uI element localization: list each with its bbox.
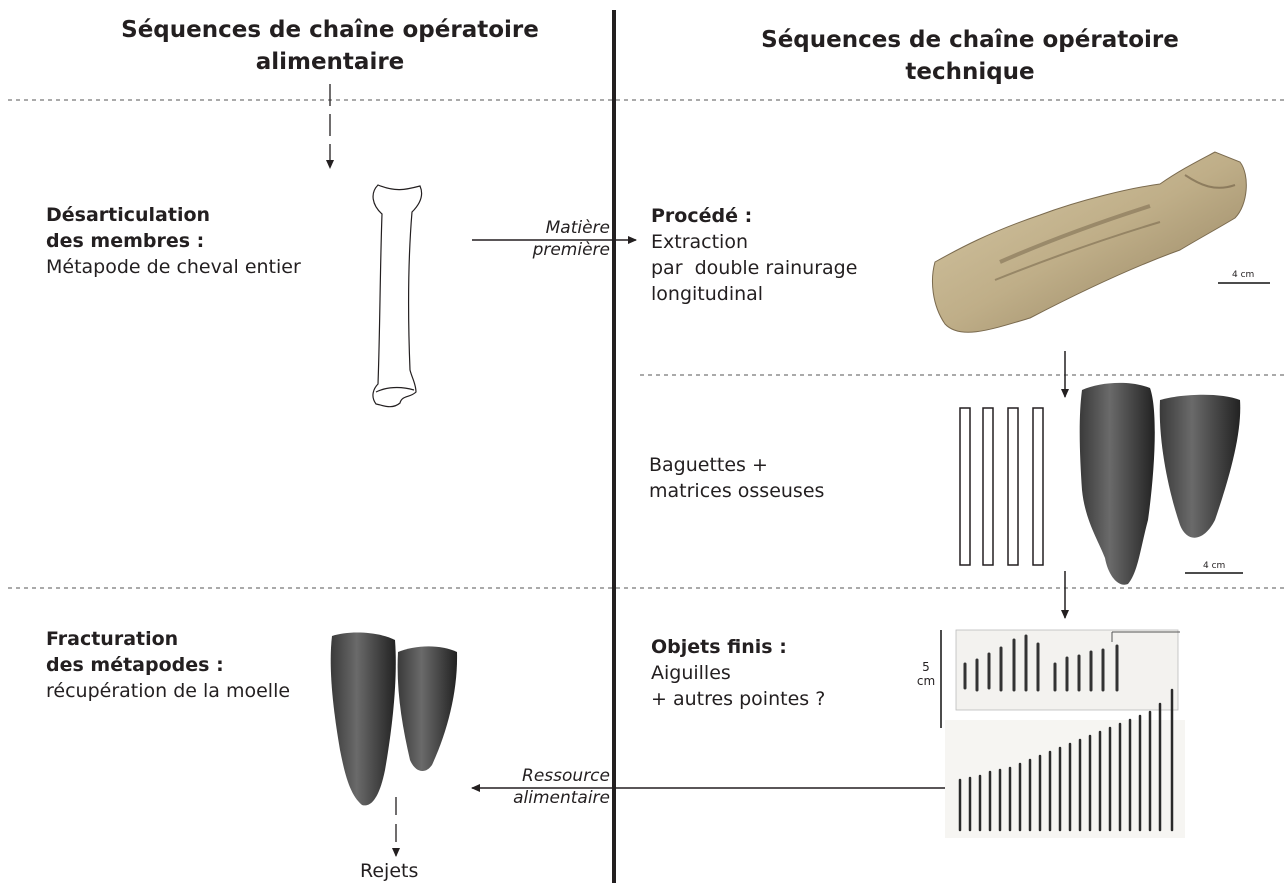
blanks-line1: Baguettes + bbox=[649, 452, 909, 478]
process-line3: longitudinal bbox=[651, 281, 911, 307]
finished-bold: Objets finis : bbox=[651, 636, 787, 658]
process-block: Procédé : Extraction par double rainurag… bbox=[651, 203, 911, 307]
bone-matrices-photo bbox=[1080, 383, 1241, 585]
left-title-line2: alimentaire bbox=[70, 46, 590, 78]
rejects-label: Rejets bbox=[360, 858, 440, 884]
left-column-title: Séquences de chaîne opératoire alimentai… bbox=[70, 14, 590, 78]
step2-bold-line1: Fracturation bbox=[46, 628, 178, 650]
right-title-line1: Séquences de chaîne opératoire bbox=[710, 24, 1230, 56]
matrix-scale-label: 4 cm bbox=[1203, 561, 1225, 571]
right-title-line2: technique bbox=[710, 56, 1230, 88]
raw-material-line2: première bbox=[500, 239, 610, 261]
metapodial-drawing bbox=[373, 185, 422, 407]
left-title-line1: Séquences de chaîne opératoire bbox=[70, 14, 590, 46]
step2-text: récupération de la moelle bbox=[46, 678, 336, 704]
step1-text: Métapode de cheval entier bbox=[46, 254, 346, 280]
right-column-title: Séquences de chaîne opératoire technique bbox=[710, 24, 1230, 88]
finished-line2: + autres pointes ? bbox=[651, 686, 911, 712]
food-resource-line1: Ressource bbox=[470, 765, 610, 787]
needle-scale-value: 5 bbox=[914, 660, 938, 674]
blanks-line2: matrices osseuses bbox=[649, 478, 909, 504]
finished-objects-block: Objets finis : Aiguilles + autres pointe… bbox=[651, 634, 911, 712]
needle-scale-label: 5 cm bbox=[914, 660, 938, 688]
step2-bold-line2: des métapodes : bbox=[46, 654, 224, 676]
raw-material-line1: Matière bbox=[500, 217, 610, 239]
raw-material-label: Matière première bbox=[500, 217, 610, 261]
step1-bold-line2: des membres : bbox=[46, 230, 204, 252]
finished-line1: Aiguilles bbox=[651, 660, 911, 686]
process-line2: par double rainurage bbox=[651, 255, 911, 281]
needles-photo bbox=[945, 630, 1185, 838]
food-resource-label: Ressource alimentaire bbox=[470, 765, 610, 809]
blanks-block: Baguettes + matrices osseuses bbox=[649, 452, 909, 504]
process-line1: Extraction bbox=[651, 229, 911, 255]
step1-bold-line1: Désarticulation bbox=[46, 204, 210, 226]
grooved-bone-photo bbox=[932, 152, 1246, 332]
process-bold: Procédé : bbox=[651, 205, 752, 227]
needle-scale-unit: cm bbox=[914, 674, 938, 688]
step-fracturation: Fracturation des métapodes : récupératio… bbox=[46, 626, 336, 704]
step-disarticulation: Désarticulation des membres : Métapode d… bbox=[46, 202, 346, 280]
food-resource-line2: alimentaire bbox=[470, 787, 610, 809]
fractured-metapodials-photo bbox=[331, 633, 457, 806]
bone-scale-label: 4 cm bbox=[1232, 270, 1254, 280]
blank-rods bbox=[960, 408, 1043, 565]
